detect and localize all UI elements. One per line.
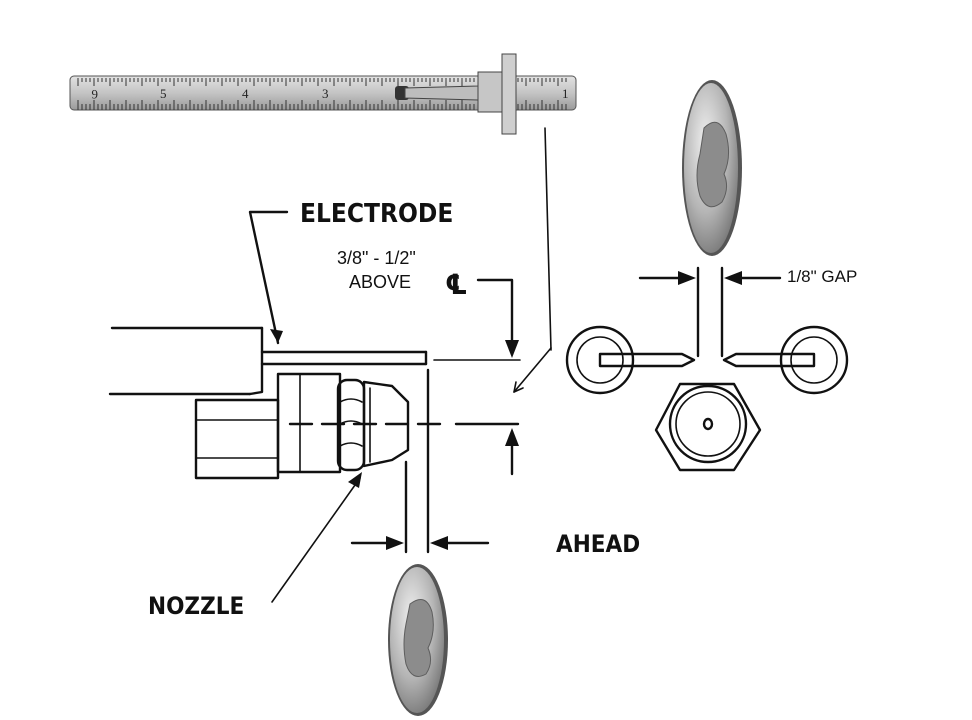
above-label-line1: 3/8" - 1/2" — [337, 248, 416, 268]
ruler-pointer-line — [544, 127, 552, 351]
ruler-number-1: 1 — [562, 86, 569, 101]
ruler-pointer-arrow — [513, 347, 552, 393]
ahead-label: AHEAD — [556, 530, 640, 558]
nozzle-label: NOZZLE — [148, 592, 244, 620]
left-electrode-end — [565, 325, 696, 395]
electrode-label: ELECTRODE — [300, 199, 453, 229]
nozzle-adapter — [194, 372, 342, 480]
ruler-number-5: 5 — [160, 86, 167, 101]
nozzle-leader — [271, 472, 362, 603]
steel-ruler: 6 5 4 3 2 1 — [69, 53, 577, 135]
nozzle-assembly-side — [108, 326, 520, 480]
ruler-number-6: 6 — [91, 87, 98, 102]
dime-coin — [388, 564, 448, 716]
right-electrode-end — [722, 325, 849, 395]
ruler-clip — [395, 53, 517, 135]
front-hex-nut — [654, 382, 762, 472]
above-label-line2: ABOVE — [349, 272, 411, 292]
nozzle-assembly-front — [565, 266, 849, 472]
nickel-coin — [682, 80, 742, 256]
ruler-number-3: 3 — [322, 86, 329, 101]
gap-dimension — [638, 266, 782, 358]
ruler-number-4: 4 — [242, 86, 249, 101]
electrode-leader — [248, 210, 289, 345]
above-dimension — [433, 278, 521, 476]
electrode-rod — [260, 350, 428, 366]
centerline-symbol: ℄ — [445, 268, 468, 301]
ahead-dimension — [350, 368, 490, 554]
gap-label: 1/8" GAP — [787, 267, 857, 286]
